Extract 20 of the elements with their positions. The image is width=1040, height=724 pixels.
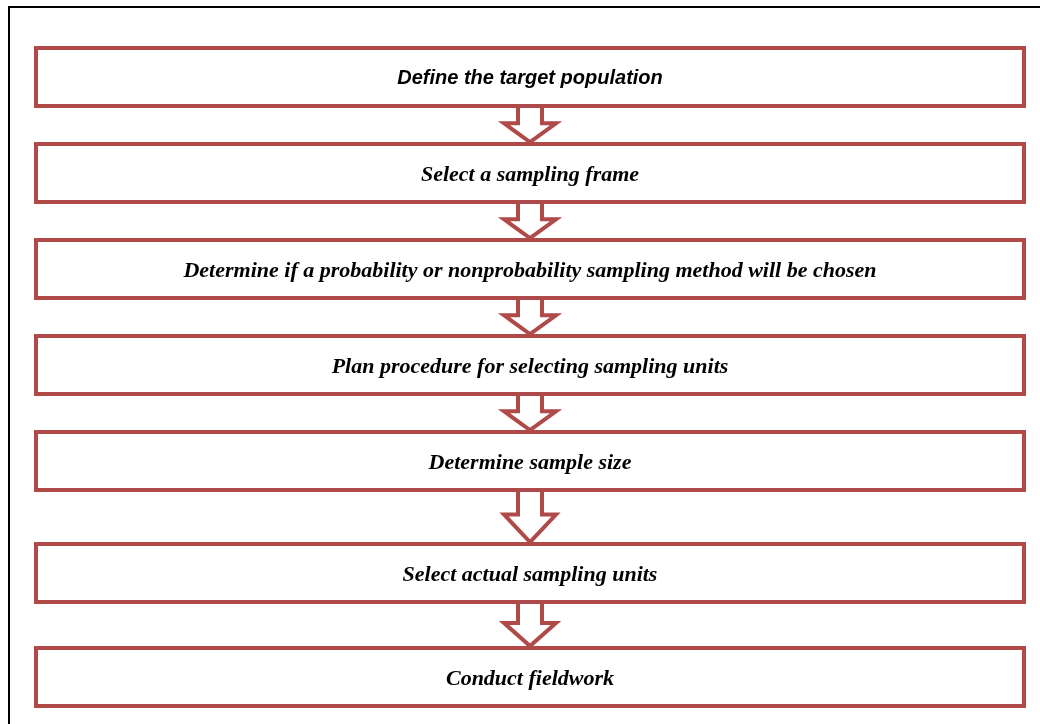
step-label: Determine if a probability or nonprobability sampling method will be chosen bbox=[183, 255, 877, 284]
process-box bbox=[34, 334, 1026, 396]
block-arrow bbox=[497, 202, 563, 241]
block-arrow bbox=[497, 298, 563, 337]
step-label: Define the target population bbox=[397, 65, 663, 90]
step-label: Determine sample size bbox=[428, 447, 632, 476]
process-box bbox=[34, 238, 1026, 300]
block-arrow bbox=[497, 394, 563, 433]
step-label: Conduct fieldwork bbox=[445, 663, 615, 692]
block-arrow bbox=[498, 602, 562, 649]
process-box bbox=[34, 46, 1026, 108]
process-box bbox=[34, 142, 1026, 204]
block-arrow bbox=[499, 490, 561, 545]
block-arrow bbox=[497, 106, 563, 145]
process-box bbox=[34, 430, 1026, 492]
step-label: Select actual sampling units bbox=[402, 559, 658, 588]
step-label: Plan procedure for selecting sampling units bbox=[331, 351, 729, 380]
process-box bbox=[34, 646, 1026, 708]
step-label: Select a sampling frame bbox=[420, 159, 640, 188]
process-box bbox=[34, 542, 1026, 604]
